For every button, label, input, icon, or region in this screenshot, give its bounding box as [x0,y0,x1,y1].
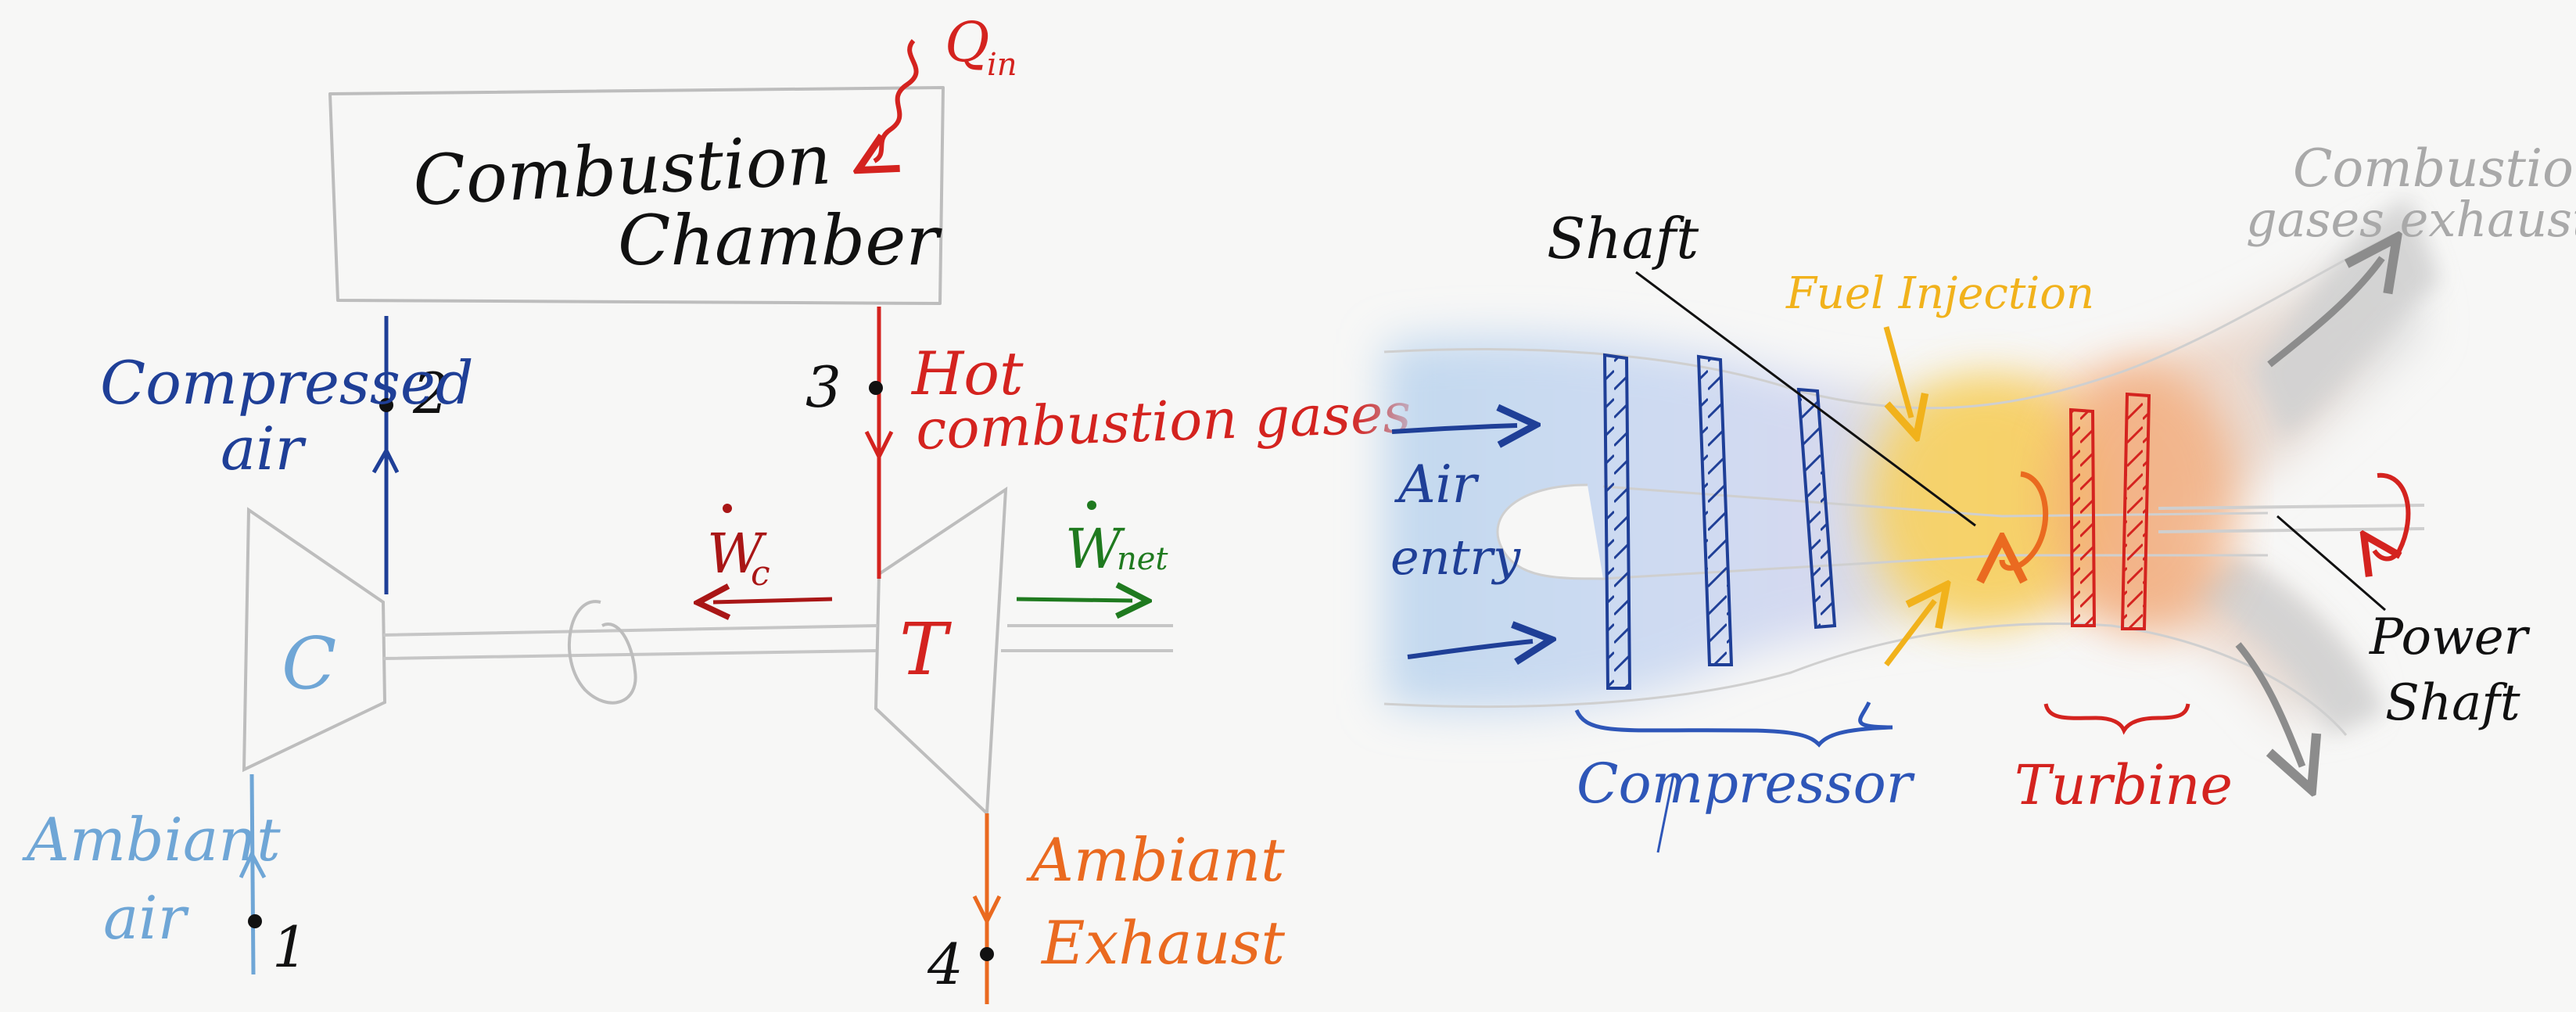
cycle-shaft [382,624,1173,660]
work-net-dot [1087,501,1096,510]
exhaust-arrow-bottom [2235,642,2302,766]
point-1-label: 1 [272,914,308,980]
ambient-air-line [249,773,256,975]
power-shaft-line1: Power [2369,608,2531,666]
work-net-subscript: net [1117,541,1168,577]
hot-gases-arrow [864,430,894,461]
heat-in-arrow [874,38,919,161]
engine-sketch: Air entry Fuel Injection Shaft Combustio… [1383,138,2576,853]
turbine-blades [2068,392,2151,630]
air-entry-line2: entry [1390,529,1521,586]
compressed-air-arrow [371,446,400,474]
power-shaft-rotation-icon [2374,472,2411,559]
ambient-air-line2: air [103,883,190,953]
power-shaft-leader-line [2276,515,2386,612]
point-4-dot [980,947,994,961]
exhaust-gases-line1: Combustion [2293,138,2576,199]
shaft-leader-line [1635,271,1976,527]
engine-casing-outline-bottom [1383,623,2348,736]
exhaust-line1: Ambiant [1026,825,1285,895]
work-compressor-arrow [713,599,833,602]
turbine-brace [2043,703,2190,735]
compressed-air-line2: air [221,414,307,483]
chamber-label-line2: Chamber [618,200,942,281]
combustion-chamber-box [328,86,945,305]
exhaust-arrow [972,895,1002,926]
fuel-injection-label: Fuel Injection [1785,268,2094,319]
compressor-letter: C [282,622,336,705]
turbine-letter: T [899,608,952,691]
exhaust-wash-bottom [2190,555,2385,735]
engine-inlet-cone [1496,483,1604,580]
turbine-rotation-icon [2002,471,2049,568]
power-shaft-line2: Shaft [2385,674,2520,732]
ambient-air-line1: Ambiant [22,805,281,874]
rotation-arrow-icon [568,600,637,705]
heat-in-subscript: in [987,47,1017,83]
exhaust-gases-line2: gases exhaust [2246,191,2576,248]
compressor-brace-tail [1656,773,1675,853]
hot-gases-line1: Hot [910,339,1024,408]
exhaust-arrow-top [2267,258,2382,368]
point-1-dot [248,914,262,928]
compressor-body [242,507,387,773]
point-2-label: 2 [412,361,449,426]
work-compressor-subscript: c [751,554,770,594]
point-2-dot [379,398,393,412]
point-3-dot [869,381,883,395]
compressor-blades [1602,353,1837,690]
point-3-label: 3 [805,354,841,420]
heat-in-label: Q [945,10,989,74]
exhaust-line2: Exhaust [1040,908,1286,978]
compressor-brace [1574,701,1893,748]
cycle-schematic: Combustion Chamber Q in C T 2 Compressed… [22,10,1412,1004]
fuel-injection-arrow-top [1883,326,1911,418]
work-compressor-label: W [707,522,767,586]
turbine-label: Turbine [2015,753,2233,817]
work-net-arrow [1016,599,1132,601]
engine-casing-outline [1383,233,2394,410]
air-entry-line1: Air [1394,454,1480,515]
compressed-air-line1: Compressed [100,348,474,418]
fuel-injection-arrow-bottom [1884,601,1935,667]
ambient-air-arrow [239,849,267,879]
air-entry-arrow-bottom [1407,641,1533,657]
compressor-label: Compressor [1577,752,1915,816]
work-compressor-dot [723,504,732,513]
point-4-label: 4 [927,931,963,997]
shaft-label: Shaft [1547,206,1699,271]
air-entry-arrow-top [1391,425,1517,432]
work-net-label: W [1065,517,1125,581]
